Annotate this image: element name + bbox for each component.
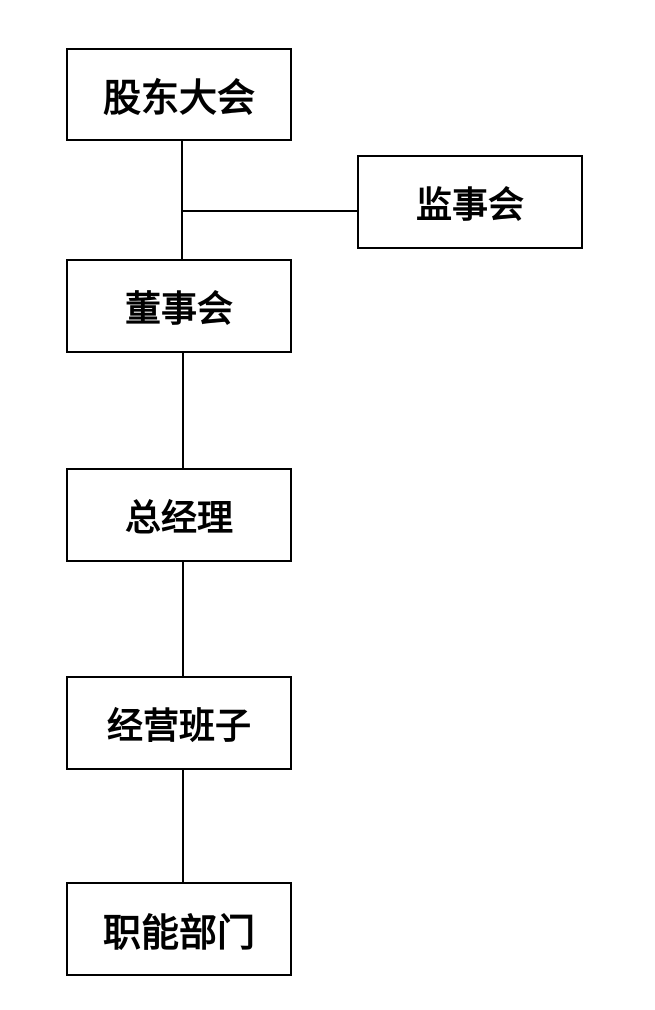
node-general-manager-label: 总经理 [124, 498, 233, 539]
node-departments-label: 职能部门 [102, 910, 255, 955]
connector-board-general-manager [182, 352, 184, 469]
node-board: 董事会 [66, 259, 292, 353]
connector-management-team-departments [182, 769, 184, 884]
node-management-team: 经营班子 [66, 676, 292, 770]
node-general-manager: 总经理 [66, 468, 292, 562]
node-supervisors-label: 监事会 [415, 185, 524, 226]
node-supervisors: 监事会 [357, 155, 583, 249]
node-departments: 职能部门 [66, 882, 292, 976]
connector-shareholders-board [181, 140, 183, 260]
connector-to-supervisors [182, 210, 358, 212]
node-shareholders-label: 股东大会 [102, 76, 255, 120]
node-shareholders: 股东大会 [66, 48, 292, 141]
node-board-label: 董事会 [124, 289, 233, 330]
connector-general-manager-management-team [182, 561, 184, 678]
node-management-team-label: 经营班子 [106, 706, 251, 747]
